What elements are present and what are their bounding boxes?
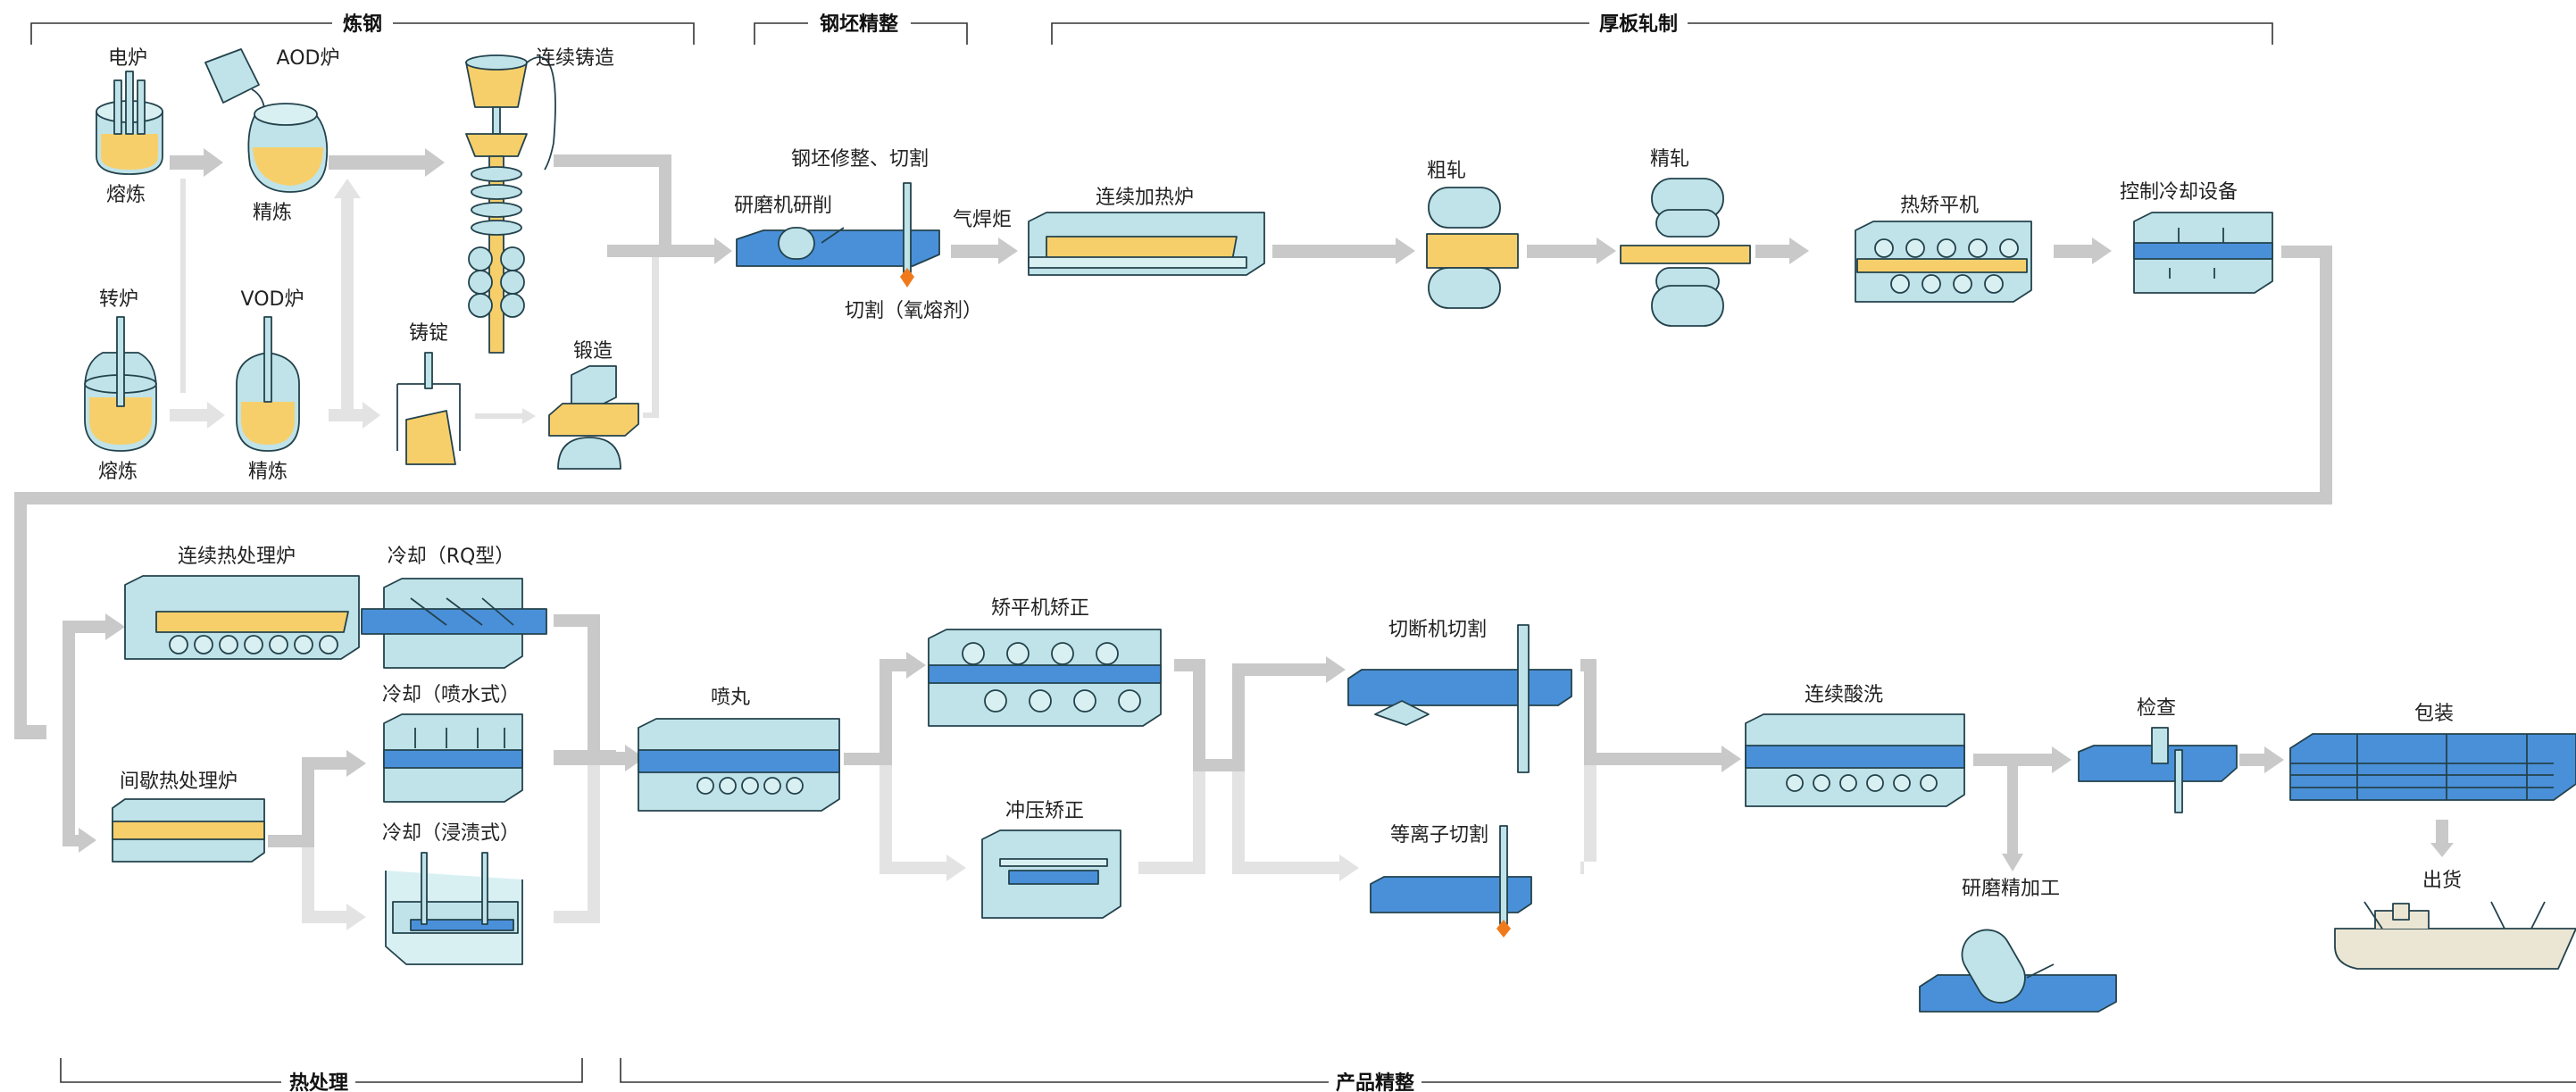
label-forging: 锻造 xyxy=(573,340,613,363)
label-plasma-cut: 等离子切割 xyxy=(1390,824,1488,846)
ship-illustration xyxy=(2334,901,2576,970)
flow-arrows-row2 xyxy=(52,613,2454,930)
section-bracket-plate-rolling: 厚板轧制 xyxy=(1051,13,2273,45)
shear-cut-illustration xyxy=(1347,624,1572,773)
label-reheat-furnace: 连续加热炉 xyxy=(1096,187,1194,209)
label-converter: 转炉 xyxy=(99,288,138,311)
eaf-illustration xyxy=(96,71,163,175)
label-packing: 包装 xyxy=(2414,703,2454,725)
label-eaf: 电炉 xyxy=(108,47,147,70)
label-cutting-oxygen-flux: 切割（氧熔剂） xyxy=(845,300,982,322)
plasma-cut-illustration xyxy=(1370,825,1532,938)
section-title-steelmaking: 炼钢 xyxy=(343,13,382,36)
label-torch: 气焊炬 xyxy=(953,209,1012,231)
section-title-finishing: 产品精整 xyxy=(1336,1071,1414,1092)
cooling-rq-illustration xyxy=(361,578,547,669)
reheat-furnace-illustration xyxy=(1028,212,1265,276)
shot-blast-illustration xyxy=(638,718,840,812)
label-grinder: 研磨机研削 xyxy=(734,195,832,217)
label-continuous-casting: 连续铸造 xyxy=(536,47,614,70)
label-melt-1: 熔炼 xyxy=(106,184,146,206)
section-bracket-heat-treatment: 热处理 xyxy=(60,1058,583,1092)
label-hot-leveler: 热矫平机 xyxy=(1900,195,1979,217)
label-billet-trim: 钢坯修整、切割 xyxy=(791,148,929,171)
hot-leveler-illustration xyxy=(1855,221,2032,303)
label-press-straighten: 冲压矫正 xyxy=(1005,800,1084,822)
converter-illustration xyxy=(84,316,157,452)
grinding-finish-illustration xyxy=(1919,929,2117,1013)
label-controlled-cooling: 控制冷却设备 xyxy=(2120,181,2238,204)
inspection-illustration xyxy=(2078,727,2238,813)
rough-rolling-illustration xyxy=(1426,187,1519,309)
label-cooling-spray: 冷却（喷水式） xyxy=(382,684,520,706)
forging-illustration xyxy=(548,365,639,470)
section-bracket-billet: 钢坯精整 xyxy=(754,13,968,45)
label-shot-blast: 喷丸 xyxy=(711,687,750,709)
batch-heat-treat-furnace xyxy=(112,798,265,863)
label-cooling-rq: 冷却（RQ型） xyxy=(388,546,515,568)
label-finish-rolling: 精轧 xyxy=(1650,148,1689,171)
section-title-billet: 钢坯精整 xyxy=(820,13,898,36)
aod-illustration xyxy=(204,48,329,193)
leveler-straighten-illustration xyxy=(928,629,1162,727)
continuous-casting-illustration xyxy=(465,54,556,354)
label-shipping: 出货 xyxy=(2422,870,2462,892)
label-ingot: 铸锭 xyxy=(409,322,448,345)
label-aod: AOD炉 xyxy=(277,47,340,70)
controlled-cooling-illustration xyxy=(2133,212,2273,294)
section-title-heat-treatment: 热处理 xyxy=(289,1071,348,1092)
label-shear-cut: 切断机切割 xyxy=(1388,619,1487,641)
section-bracket-steelmaking: 炼钢 xyxy=(30,13,695,45)
label-cooling-dip: 冷却（浸渍式） xyxy=(382,822,520,845)
ingot-illustration xyxy=(396,352,461,465)
vod-illustration xyxy=(236,316,300,452)
label-pickling: 连续酸洗 xyxy=(1805,684,1883,706)
flow-arrows-row1 xyxy=(14,148,2332,739)
label-batch-heat-treat: 间歇热处理炉 xyxy=(120,771,238,793)
billet-grinder-illustration xyxy=(736,182,940,288)
label-inspection: 检查 xyxy=(2137,697,2176,720)
pickling-illustration xyxy=(1745,713,1965,807)
continuous-heat-treat-furnace xyxy=(124,575,360,660)
label-cont-heat-treat: 连续热处理炉 xyxy=(178,546,296,568)
cooling-dip-illustration xyxy=(385,852,523,965)
packing-illustration xyxy=(2289,733,2576,801)
label-vod: VOD炉 xyxy=(241,288,304,311)
press-straighten-illustration xyxy=(981,829,1121,919)
section-bracket-finishing: 产品精整 xyxy=(620,1058,2576,1092)
section-title-plate-rolling: 厚板轧制 xyxy=(1599,13,1678,36)
label-leveler-straighten: 矫平机矫正 xyxy=(991,597,1089,620)
label-grinding-finish: 研磨精加工 xyxy=(1962,878,2060,900)
label-melt-2: 熔炼 xyxy=(98,461,138,483)
cooling-spray-illustration xyxy=(383,713,523,803)
label-refine-1: 精炼 xyxy=(253,202,292,224)
label-refine-2: 精炼 xyxy=(248,461,288,483)
label-rough-rolling: 粗轧 xyxy=(1427,160,1466,182)
finish-rolling-illustration xyxy=(1620,178,1751,327)
